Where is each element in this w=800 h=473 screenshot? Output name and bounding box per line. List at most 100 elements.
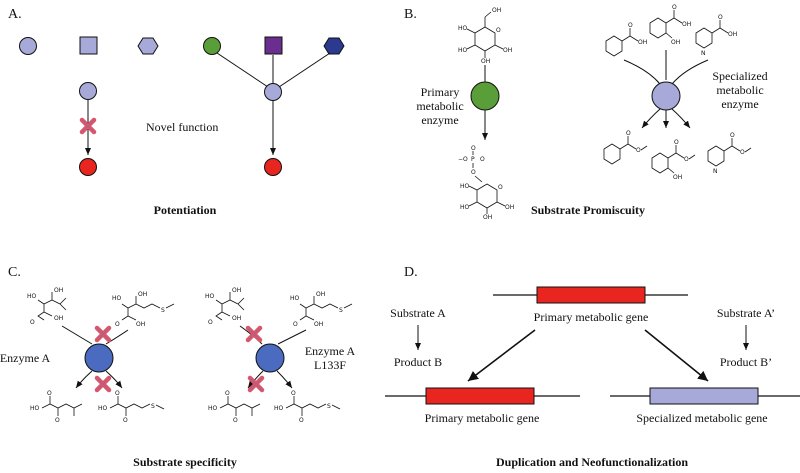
spec-in-left bbox=[623, 59, 661, 85]
navy-hexagon-shape bbox=[323, 37, 345, 55]
gene-left-box bbox=[425, 387, 535, 405]
c4-o: O bbox=[115, 390, 120, 397]
g6p-o-ring: O bbox=[498, 184, 503, 191]
product-b-label: Product B bbox=[394, 355, 442, 369]
green-circle-shape bbox=[203, 37, 221, 55]
c5-o: O bbox=[208, 319, 213, 326]
purple-square-shape bbox=[264, 36, 283, 55]
c-right-cross-top-icon bbox=[248, 328, 260, 340]
g6p-ho-left2: HO bbox=[460, 204, 470, 211]
lavender-hexagon-shape bbox=[137, 37, 159, 55]
panel-b-caption: Substrate Promiscuity bbox=[531, 203, 645, 217]
substrate-a-label: Substrate A bbox=[390, 306, 446, 320]
salicylic-o: O bbox=[672, 4, 677, 11]
c1-oh2: OH bbox=[54, 315, 63, 322]
mn-o: O bbox=[730, 132, 735, 139]
glucose-structure: OH O OH HO HO OH bbox=[458, 7, 512, 65]
panel-c: C. HO OH OH O HO OH S OH O bbox=[0, 265, 355, 469]
spec-in-right bbox=[671, 59, 709, 85]
ms-o2: O bbox=[684, 156, 689, 163]
c-left-cross-bottom-icon bbox=[97, 378, 109, 390]
c-substrate-right-b: HO OH S OH O bbox=[290, 291, 353, 328]
substrate-a2-label: Substrate A’ bbox=[717, 306, 775, 320]
novel-product-circle-red bbox=[264, 158, 282, 176]
g6p-minus-o: −O bbox=[458, 156, 468, 163]
g6p-o-top: O bbox=[471, 145, 476, 152]
c7-o2: O bbox=[233, 417, 238, 424]
c-left-in-b bbox=[105, 329, 129, 345]
gene-right-label: Specialized metabolic gene bbox=[636, 411, 767, 425]
c-left-out-a bbox=[75, 370, 93, 389]
lavender-square-shape bbox=[79, 36, 98, 55]
mn-n: N bbox=[713, 168, 718, 175]
primary-enzyme-green bbox=[470, 81, 500, 111]
methyl-nicotinate-structure: N O O bbox=[707, 132, 752, 175]
gene-right-box bbox=[649, 387, 759, 405]
benzoic-acid-structure: O OH bbox=[605, 22, 647, 57]
c6-ho: HO bbox=[290, 295, 300, 302]
panel-c-caption: Substrate specificity bbox=[133, 455, 237, 469]
spec-out-left bbox=[641, 108, 661, 129]
c2-oh2: OH bbox=[136, 321, 145, 328]
c-left-out-b bbox=[105, 370, 123, 389]
spec-out-right bbox=[671, 108, 691, 129]
enzyme-mutant-line2: L133F bbox=[314, 358, 346, 372]
converge-line-left bbox=[216, 52, 269, 88]
glucose-ho-left: HO bbox=[458, 25, 468, 32]
c-left-in-a bbox=[61, 325, 93, 345]
c6-o: O bbox=[293, 321, 298, 328]
salicylic-acid-structure: O OH OH bbox=[649, 4, 691, 46]
panel-d-label: D. bbox=[404, 265, 418, 280]
c2-s: S bbox=[161, 307, 165, 314]
c-product-right-b: HO O O S bbox=[274, 390, 341, 424]
panel-a-caption: Potentiation bbox=[154, 203, 217, 217]
nicotinic-oh: OH bbox=[728, 31, 737, 38]
c2-oh: OH bbox=[138, 291, 147, 298]
c3-o2: O bbox=[55, 417, 60, 424]
enzyme-a-circle bbox=[84, 343, 114, 373]
nicotinic-acid-structure: N O OH bbox=[695, 14, 737, 57]
c-product-left-a: HO O O bbox=[30, 390, 83, 424]
benzoic-o: O bbox=[628, 22, 633, 29]
c8-o2: O bbox=[299, 417, 304, 424]
g6p-o-right: O bbox=[480, 156, 485, 163]
g6p-o-bottom: O bbox=[471, 169, 476, 176]
novel-function-label: Novel function bbox=[146, 120, 218, 134]
c4-s: S bbox=[151, 403, 155, 410]
specialized-enzyme-lavender bbox=[651, 81, 681, 111]
methyl-benzoate-structure: O O bbox=[603, 130, 648, 165]
panel-a-label: A. bbox=[8, 7, 22, 22]
glucose-o-ring: O bbox=[496, 27, 501, 34]
g6p-p: P bbox=[471, 156, 475, 163]
g6p-oh-right: OH bbox=[505, 204, 514, 211]
c-substrate-left-a: HO OH OH O bbox=[27, 287, 67, 326]
converge-line-right bbox=[278, 52, 331, 88]
salicylic-oh: OH bbox=[682, 21, 691, 28]
panel-a: A. Novel function Potentiation bbox=[8, 7, 345, 217]
c2-ho: HO bbox=[112, 295, 122, 302]
glucose-ho-left2: HO bbox=[458, 47, 468, 54]
substrate-circle bbox=[79, 82, 97, 100]
c5-ho: HO bbox=[205, 293, 215, 300]
c4-ho: HO bbox=[98, 405, 108, 412]
c6-oh2: OH bbox=[314, 321, 323, 328]
product-circle-red bbox=[79, 158, 97, 176]
c6-s: S bbox=[339, 307, 343, 314]
primary-enzyme-line1: Primary bbox=[421, 85, 460, 99]
c-product-left-b: HO O O S bbox=[98, 390, 165, 424]
g6p-oh-bottom: OH bbox=[483, 214, 492, 221]
promiscuous-enzyme-circle bbox=[264, 83, 282, 101]
c2-o: O bbox=[115, 321, 120, 328]
duplication-arrow-left bbox=[467, 329, 536, 382]
ms-oh: OH bbox=[673, 174, 682, 181]
primary-enzyme-line2: metabolic bbox=[416, 99, 463, 113]
gene-top-box bbox=[536, 286, 646, 304]
gene-left-label: Primary metabolic gene bbox=[425, 411, 540, 425]
mb-o2: O bbox=[636, 147, 641, 154]
gene-top-label: Primary metabolic gene bbox=[534, 310, 649, 324]
c7-o: O bbox=[225, 390, 230, 397]
glucose-phosphate-structure: O −O P O O O OH HO HO OH bbox=[458, 145, 514, 221]
salicylic-oh-ring: OH bbox=[671, 39, 680, 46]
c-substrate-right-a: HO OH OH O bbox=[205, 287, 245, 326]
